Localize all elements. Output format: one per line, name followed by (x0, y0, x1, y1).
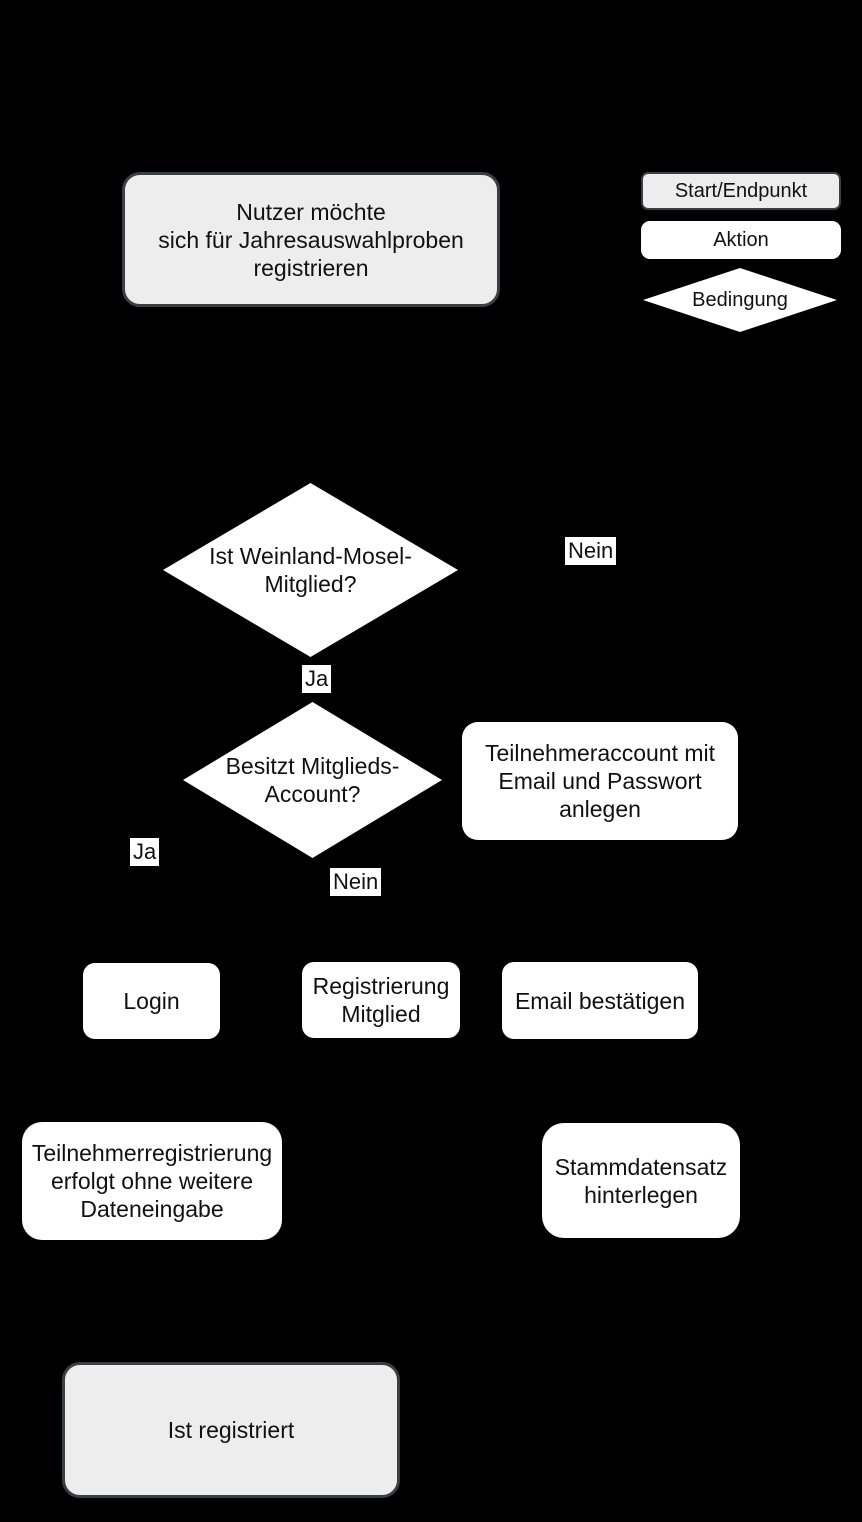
action-node-teilnehmeraccount-anlegen: Teilnehmeraccount mit Email und Passwort… (462, 722, 738, 840)
edge-label-nein-account: Nein (330, 868, 382, 896)
action-node-registrierung-mitglied: Registrierung Mitglied (302, 962, 460, 1038)
legend-aktion-shape: Aktion (641, 221, 841, 259)
edge-label-ja-account: Ja (130, 838, 160, 866)
legend-start-endpunkt-label: Start/Endpunkt (674, 180, 808, 202)
legend-bedingung-label: Bedingung (692, 289, 788, 311)
action-node-label: Registrierung Mitglied (312, 973, 450, 1027)
end-node-label: Ist registriert (167, 1417, 295, 1443)
action-node-stammdatensatz-hinterlegen: Stammdatensatz hinterlegen (542, 1123, 740, 1238)
condition-node-label: Ist Weinland-Mosel- Mitglied? (209, 543, 412, 597)
legend-bedingung-shape: Bedingung (643, 268, 837, 332)
action-node-email-bestaetigen: Email bestätigen (502, 962, 698, 1039)
action-node-teilnehmerregistrierung: Teilnehmerregistrierung erfolgt ohne wei… (22, 1122, 282, 1240)
action-node-label: Email bestätigen (514, 987, 686, 1014)
start-node-nutzer-moechte-registrieren: Nutzer möchte sich für Jahresauswahlprob… (122, 172, 500, 307)
end-node-ist-registriert: Ist registriert (62, 1362, 400, 1498)
legend-start-endpunkt-shape: Start/Endpunkt (641, 172, 841, 210)
condition-node-mitglieds-account: Besitzt Mitglieds- Account? (183, 702, 442, 858)
edge-label-ja-mitglied: Ja (302, 665, 332, 693)
action-node-label: Stammdatensatz hinterlegen (554, 1153, 728, 1208)
legend-aktion-label: Aktion (713, 229, 769, 251)
action-node-label: Teilnehmeraccount mit Email und Passwort… (484, 740, 716, 822)
edge-label-nein-mitglied: Nein (565, 537, 617, 565)
action-node-label: Login (123, 988, 180, 1014)
start-node-label: Nutzer möchte sich für Jahresauswahlprob… (158, 198, 464, 281)
action-node-label: Teilnehmerregistrierung erfolgt ohne wei… (31, 1140, 273, 1222)
condition-node-weinland-mosel-mitglied: Ist Weinland-Mosel- Mitglied? (163, 483, 458, 657)
condition-node-label: Besitzt Mitglieds- Account? (225, 753, 400, 807)
action-node-login: Login (83, 963, 220, 1039)
